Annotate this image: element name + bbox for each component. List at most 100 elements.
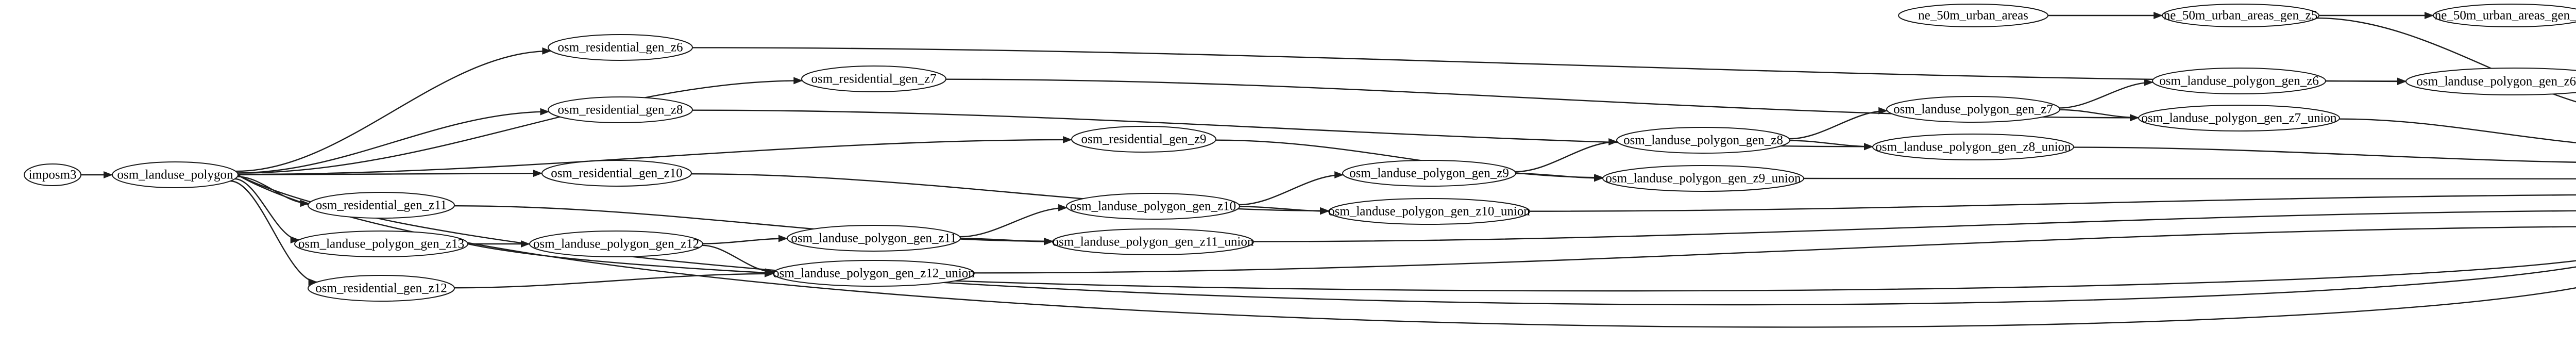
node-label-res_z10: osm_residential_gen_z10 [551, 167, 683, 180]
node-label-gen_z6: osm_landuse_polygon_gen_z6 [2159, 74, 2319, 88]
node-ellipse-gen_z13 [294, 231, 468, 257]
node-res_z9: osm_residential_gen_z9 [1071, 126, 1216, 153]
node-landuse_polygon: osm_landuse_polygon [112, 161, 239, 188]
node-label-gen_z13: osm_landuse_polygon_gen_z13 [298, 237, 464, 251]
node-res_z10: osm_residential_gen_z10 [541, 160, 692, 187]
node-ellipse-res_z12 [308, 275, 455, 302]
node-label-res_z12: osm_residential_gen_z12 [315, 282, 447, 295]
edge-gen_z10-to-gen_z9 [1239, 171, 1344, 206]
node-label-gen_z11: osm_landuse_polygon_gen_z11 [791, 232, 956, 245]
node-label-union_z7: osm_landuse_polygon_gen_z7_union [2141, 111, 2337, 125]
node-ellipse-gen_z8 [1616, 127, 1790, 154]
node-ellipse-union_z11 [1052, 228, 1254, 255]
edge-gen_z13-to-layer-z13 [467, 243, 2576, 292]
node-label-union_z10: osm_landuse_polygon_gen_z10_union [1328, 205, 1530, 219]
edge-union_z9-to-layer-z9 [1803, 177, 2576, 180]
node-ellipse-union_z9 [1602, 165, 1804, 192]
node-union_z12: osm_landuse_polygon_gen_z12_union [773, 260, 975, 287]
edge-landuse_polygon-to-res_z6 [235, 47, 552, 172]
node-label-res_z7: osm_residential_gen_z7 [811, 72, 937, 86]
node-label-res_z11: osm_residential_gen_z11 [316, 199, 447, 212]
node-ellipse-gen_z12 [529, 231, 703, 257]
node-ellipse-res_z9 [1071, 126, 1216, 153]
edge-ne_z5-to-layer-z5 [2316, 17, 2576, 103]
node-gen_z7: osm_landuse_polygon_gen_z7 [1886, 96, 2060, 123]
node-gen_z12: osm_landuse_polygon_gen_z12 [529, 231, 703, 257]
edge-landuse_polygon-to-res_z7 [237, 77, 803, 174]
node-label-res_z8: osm_residential_gen_z8 [558, 103, 683, 117]
node-ellipse-ne_z5 [2162, 4, 2319, 27]
node-gen_z9: osm_landuse_polygon_gen_z9 [1342, 160, 1516, 187]
node-ellipse-gen_z7 [1886, 96, 2060, 123]
node-label-ne_z4: ne_50m_urban_areas_gen_z4 [2435, 9, 2576, 23]
node-ellipse-union_z7 [2138, 105, 2340, 131]
node-label-union_z11: osm_landuse_polygon_gen_z11_union [1053, 235, 1254, 249]
node-label-imposm3: imposm3 [28, 168, 76, 182]
node-res_z12: osm_residential_gen_z12 [308, 275, 455, 302]
node-ne_z5: ne_50m_urban_areas_gen_z5 [2162, 4, 2319, 27]
node-ellipse-ne [1898, 4, 2048, 27]
edge-gen_z7-to-union_z7 [2059, 109, 2140, 122]
edge-gen_z8-to-gen_z7 [1789, 107, 1888, 140]
edge-union_z8-to-layer-z8 [2073, 146, 2576, 163]
node-union_z6: osm_landuse_polygon_gen_z6_union [2405, 68, 2576, 95]
edge-res_z11-to-union_z11 [454, 205, 1054, 245]
node-ellipse-gen_z10 [1066, 193, 1240, 220]
node-gen_z10: osm_landuse_polygon_gen_z10 [1066, 193, 1240, 220]
node-union_z11: osm_landuse_polygon_gen_z11_union [1052, 228, 1254, 255]
node-res_z7: osm_residential_gen_z7 [801, 65, 946, 92]
edge-res_z12-to-union_z12 [454, 270, 774, 289]
node-imposm3: imposm3 [24, 163, 81, 186]
node-gen_z13: osm_landuse_polygon_gen_z13 [294, 231, 468, 257]
edge-gen_z12-to-gen_z11 [702, 235, 788, 244]
node-ellipse-union_z6 [2405, 68, 2576, 95]
node-ellipse-res_z6 [548, 34, 693, 61]
edge-union_z12-to-layer-z12 [974, 226, 2576, 274]
edges-layer [81, 12, 2576, 328]
node-label-union_z12: osm_landuse_polygon_gen_z12_union [773, 267, 975, 281]
node-gen_z6: osm_landuse_polygon_gen_z6 [2152, 68, 2326, 94]
node-union_z7: osm_landuse_polygon_gen_z7_union [2138, 105, 2340, 131]
node-union_z9: osm_landuse_polygon_gen_z9_union [1602, 165, 1804, 192]
edge-gen_z12-to-union_z12 [702, 244, 775, 276]
edge-landuse_polygon-to-res_z9 [238, 136, 1073, 175]
node-ellipse-union_z8 [1872, 134, 2074, 160]
edge-union_z10-to-layer-z10 [1529, 194, 2576, 212]
edge-landuse_polygon-to-res_z10 [238, 170, 543, 177]
node-label-gen_z9: osm_landuse_polygon_gen_z9 [1349, 167, 1509, 180]
node-label-union_z9: osm_landuse_polygon_gen_z9_union [1605, 172, 1801, 186]
node-ellipse-res_z8 [548, 96, 693, 123]
node-label-gen_z7: osm_landuse_polygon_gen_z7 [1893, 103, 2053, 117]
node-label-ne: ne_50m_urban_areas [1918, 9, 2028, 23]
node-gen_z11: osm_landuse_polygon_gen_z11 [787, 225, 961, 252]
nodes-layer: imposm3 osm_landuse_polygon osm_residentia… [24, 4, 2576, 302]
edge-landuse_polygon-to-res_z8 [237, 108, 550, 174]
node-res_z8: osm_residential_gen_z8 [548, 96, 693, 123]
node-label-union_z6: osm_landuse_polygon_gen_z6_union [2416, 75, 2576, 89]
node-res_z6: osm_residential_gen_z6 [548, 34, 693, 61]
node-ellipse-gen_z9 [1342, 160, 1516, 187]
node-res_z11: osm_residential_gen_z11 [308, 192, 455, 219]
edge-gen_z7-to-gen_z6 [2059, 78, 2154, 109]
node-label-res_z9: osm_residential_gen_z9 [1081, 133, 1207, 146]
node-label-gen_z8: osm_landuse_polygon_gen_z8 [1623, 134, 1783, 147]
node-ellipse-res_z11 [308, 192, 455, 219]
edge-union_z11-to-layer-z11 [1253, 210, 2576, 242]
node-label-landuse_polygon: osm_landuse_polygon [117, 168, 233, 182]
node-ne: ne_50m_urban_areas [1898, 4, 2048, 27]
node-union_z8: osm_landuse_polygon_gen_z8_union [1872, 134, 2074, 160]
node-union_z10: osm_landuse_polygon_gen_z10_union [1328, 198, 1530, 225]
node-ellipse-imposm3 [24, 163, 81, 186]
node-ellipse-ne_z4 [2433, 4, 2576, 27]
edge-landuse_polygon-to-layer-z14+ [238, 174, 2576, 328]
node-ellipse-res_z7 [801, 65, 946, 92]
node-label-gen_z12: osm_landuse_polygon_gen_z12 [533, 237, 699, 251]
node-ellipse-union_z12 [773, 260, 975, 287]
node-label-union_z8: osm_landuse_polygon_gen_z8_union [1875, 140, 2071, 154]
edge-gen_z9-to-gen_z8 [1515, 138, 1618, 173]
edge-landuse_polygon-to-res_z12 [230, 180, 318, 286]
node-ellipse-landuse_polygon [112, 161, 239, 188]
node-ne_z4: ne_50m_urban_areas_gen_z4 [2433, 4, 2576, 27]
